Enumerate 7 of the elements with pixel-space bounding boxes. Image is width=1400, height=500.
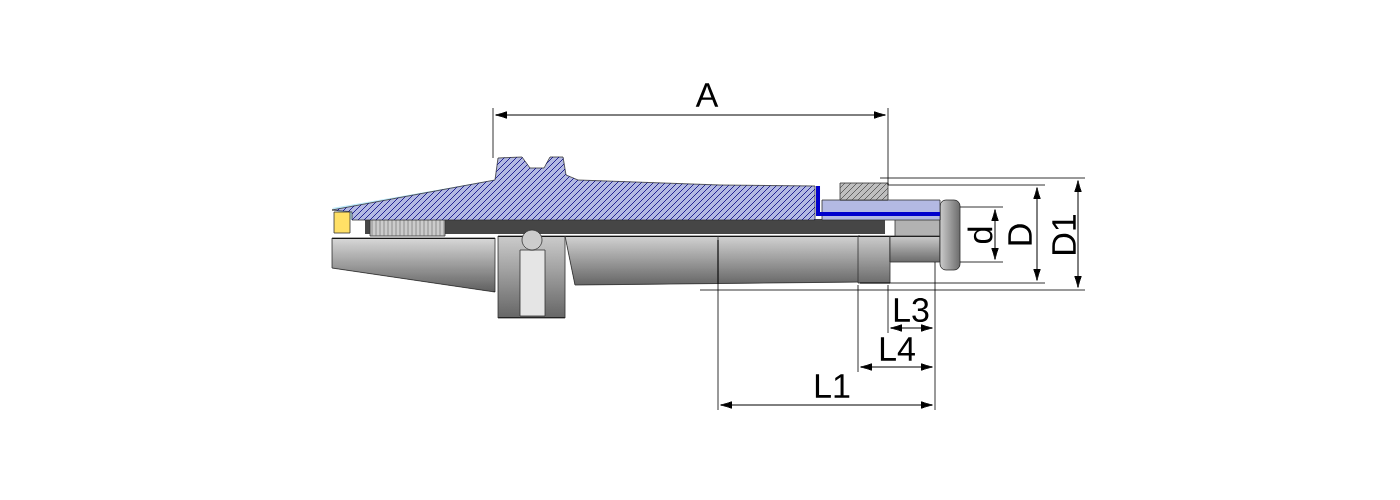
dimension-label: A (695, 83, 719, 107)
dimension-label: L4 (880, 337, 915, 361)
dimension-label: L3 (894, 297, 929, 323)
dimension-label: d (967, 227, 993, 243)
dimension-label: D1 (1052, 214, 1076, 254)
dimension-label: L1 (815, 374, 850, 398)
dimension-label: D (1008, 224, 1032, 245)
